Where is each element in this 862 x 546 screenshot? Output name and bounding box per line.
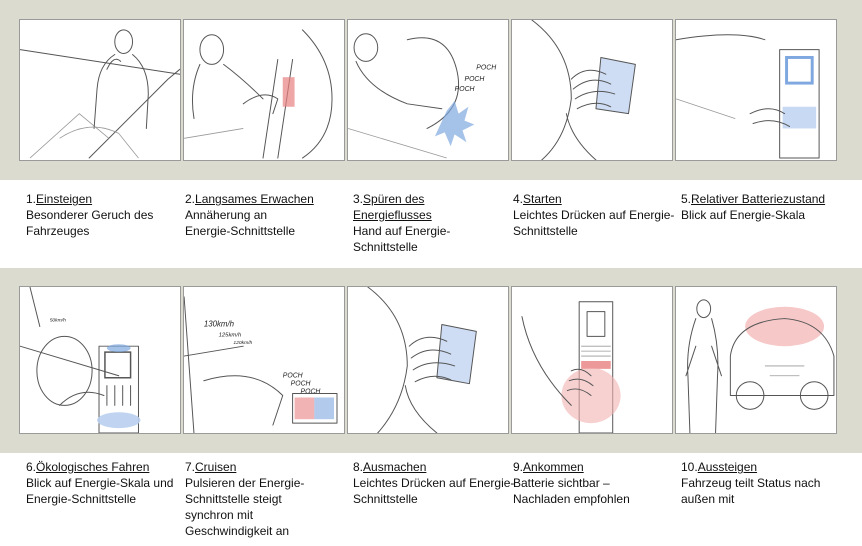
interface-glow-bottom [97, 412, 141, 429]
step-description: Fahrzeug teilt Status nach außen mit [681, 476, 821, 506]
step-title: Spüren des Energieflusses [353, 192, 432, 222]
storyboard-panel-10 [675, 286, 837, 434]
man-leaving-car-sketch [685, 299, 835, 433]
cruising-speed-sketch: 130km/h 125km/h 120km/h POCH POCH POCH [184, 296, 338, 433]
caption-5: 5.Relativer Batteriezustand Blick auf En… [681, 191, 831, 223]
step-description: Leichtes Drücken auf Energie-Schnittstel… [353, 476, 515, 506]
energy-interface-panel [436, 324, 477, 384]
storyboard-panel-9 [511, 286, 673, 434]
step-number: 5. [681, 192, 692, 206]
step-title: Relativer Batteriezustand [691, 192, 826, 206]
storyboard-panel-4 [511, 19, 673, 161]
poch-label-3: POCH [301, 389, 321, 396]
step-number: 1. [26, 192, 37, 206]
step-number: 9. [513, 460, 524, 474]
step-number: 7. [185, 460, 196, 474]
step-number: 2. [185, 192, 196, 206]
energy-interface-panel [595, 57, 636, 114]
step-description: Hand auf Energie-Schnittstelle [353, 224, 451, 254]
step-description: Annäherung an Energie-Schnittstelle [185, 208, 296, 238]
step-number: 3. [353, 192, 364, 206]
caption-4: 4.Starten Leichtes Drücken auf Energie-S… [513, 191, 675, 239]
caption-3: 3.Spüren des Energieflusses Hand auf Ene… [353, 191, 483, 255]
car-status-glow [745, 306, 825, 347]
step-title: Ankommen [523, 460, 584, 474]
caption-10: 10.Aussteigen Fahrzeug teilt Status nach… [681, 459, 821, 507]
step-title: Ausmachen [363, 460, 427, 474]
storyboard-panel-3: POCH POCH POCH [347, 19, 509, 161]
step-title: Ökologisches Fahren [36, 460, 150, 474]
poch-label-3: POCH [455, 86, 475, 93]
poch-label-2: POCH [291, 381, 311, 388]
speed-label-2: 125km/h [219, 332, 242, 338]
step-description: Leichtes Drücken auf Energie-Schnittstel… [513, 208, 675, 238]
storyboard-panel-5 [675, 19, 837, 161]
energy-pulse-burst [434, 100, 475, 147]
caption-1: 1.Einsteigen Besonderer Geruch des Fahrz… [26, 191, 188, 239]
step-number: 6. [26, 460, 37, 474]
step-title: Cruisen [195, 460, 237, 474]
step-title: Starten [523, 192, 562, 206]
step-number: 4. [513, 192, 524, 206]
energy-scale-fill [782, 106, 817, 129]
step-description: Besonderer Geruch des Fahrzeuges [26, 208, 154, 238]
interface-glow-blue [314, 397, 335, 420]
speed-label-small: 50km/h [50, 318, 66, 324]
storyboard-panel-7: 130km/h 125km/h 120km/h POCH POCH POCH [183, 286, 345, 434]
energy-interface-glow [282, 77, 295, 107]
storyboard-panel-8 [347, 286, 509, 434]
energy-scale-closeup-sketch [676, 34, 820, 159]
energy-scale-indicator [104, 351, 132, 379]
poch-label-2: POCH [464, 76, 484, 83]
speed-label-3: 120km/h [233, 340, 252, 346]
step-title: Aussteigen [697, 460, 758, 474]
storyboard-panel-2 [183, 19, 345, 161]
poch-label-1: POCH [476, 64, 496, 71]
step-title: Langsames Erwachen [195, 192, 314, 206]
step-description: Batterie sichtbar – Nachladen empfohlen [513, 476, 630, 506]
caption-6: 6.Ökologisches Fahren Blick auf Energie-… [26, 459, 181, 507]
step-number: 8. [353, 460, 364, 474]
scale-glow-top [106, 344, 131, 353]
hand-pressing-off-sketch [367, 287, 477, 433]
hand-pressing-interface-sketch [531, 20, 636, 160]
caption-2: 2.Langsames Erwachen Annäherung an Energ… [185, 191, 315, 239]
storyboard-panel-1 [19, 19, 181, 161]
speed-label-1: 130km/h [204, 319, 235, 328]
storyboard-panel-6: 50km/h [19, 286, 181, 434]
hand-on-interface-pulsing-sketch: POCH POCH POCH [348, 33, 496, 159]
caption-7: 7.Cruisen Pulsieren der Energie-Schnitts… [185, 459, 325, 539]
caption-9: 9.Ankommen Batterie sichtbar – Nachladen… [513, 459, 648, 507]
step-description: Blick auf Energie-Skala und Energie-Schn… [26, 476, 174, 506]
step-description: Blick auf Energie-Skala [681, 208, 806, 222]
step-description: Pulsieren der Energie-Schnittstelle stei… [185, 476, 305, 538]
energy-scale-indicator [785, 55, 814, 85]
battery-low-indicator [581, 360, 611, 369]
driver-looking-at-scale-sketch: 50km/h [20, 287, 141, 433]
battery-red-warning-sketch [521, 301, 621, 433]
step-title: Einsteigen [36, 192, 93, 206]
caption-8: 8.Ausmachen Leichtes Drücken auf Energie… [353, 459, 515, 507]
step-number: 10. [681, 460, 698, 474]
hand-approaching-interface-sketch [184, 29, 333, 159]
poch-label-1: POCH [283, 373, 303, 380]
man-entering-car-sketch [20, 29, 180, 159]
interface-glow-red [294, 397, 315, 420]
